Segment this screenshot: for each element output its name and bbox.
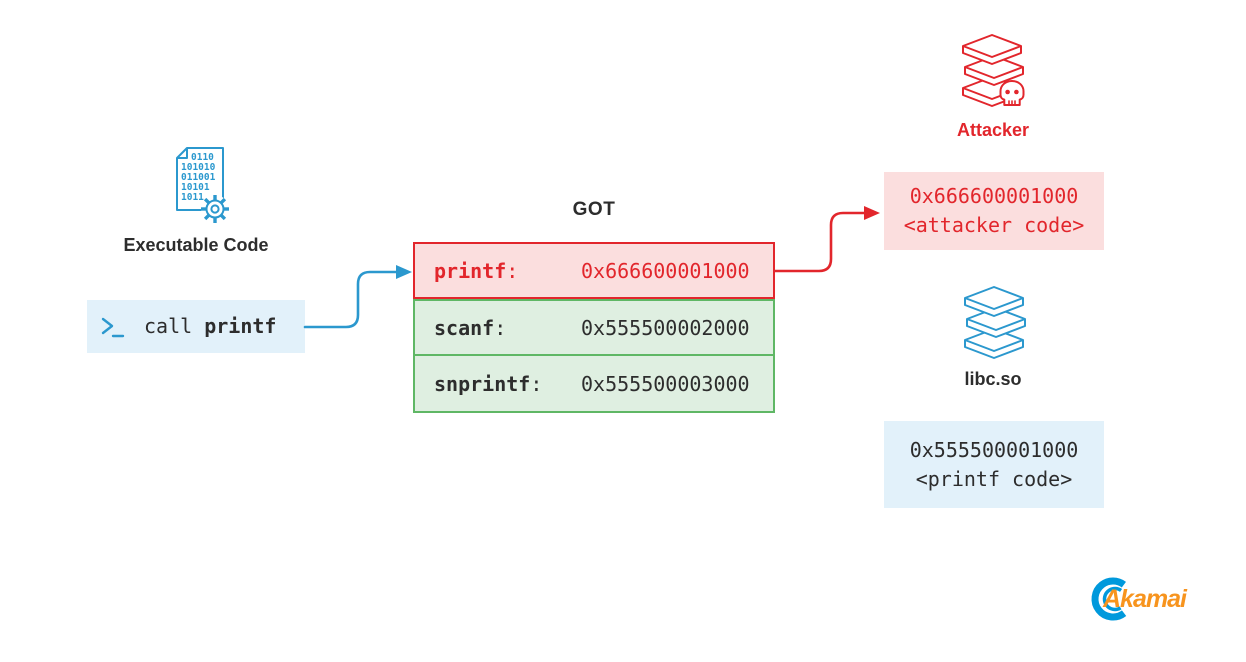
got-entry-name: printf:: [434, 258, 519, 283]
akamai-swoosh-icon: [1091, 577, 1135, 621]
got-row-scanf: scanf: 0x555500002000: [413, 299, 775, 356]
got-entry-value: 0x666600001000: [581, 258, 750, 283]
libc-address: 0x555500001000: [909, 437, 1079, 462]
got-row-snprintf: snprintf: 0x555500003000: [413, 356, 775, 413]
call-keyword: call: [144, 314, 193, 338]
libc-code-box: 0x555500001000 <printf code>: [884, 421, 1104, 508]
attacker-label: Attacker: [956, 120, 1030, 140]
books-skull-icon: [962, 34, 1025, 107]
attacker-code-text: <attacker code>: [903, 213, 1085, 237]
got-entry-name: snprintf:: [434, 371, 543, 396]
binary-document-gear-icon: 0110 101010 011001 10101 1011: [176, 147, 229, 223]
got-entry-name: scanf:: [434, 315, 507, 340]
arrowhead: [396, 265, 412, 279]
gear-icon: [201, 195, 229, 223]
akamai-logo-text: Akamai: [1103, 585, 1187, 613]
arrowhead: [864, 206, 880, 220]
binary-line: 0110: [191, 152, 214, 163]
terminal-prompt-icon: [101, 317, 125, 337]
call-printf-box: call printf: [87, 300, 305, 353]
executable-code-label: Executable Code: [123, 235, 269, 255]
got-table: printf: 0x666600001000 scanf: 0x55550000…: [413, 242, 775, 413]
books-stack-icon: [964, 286, 1026, 359]
attacker-address: 0x666600001000: [909, 184, 1079, 208]
akamai-logo: Akamai: [1090, 575, 1220, 627]
libc-code-text: <printf code>: [915, 466, 1073, 491]
call-instruction: call printf: [144, 314, 276, 339]
got-row-printf: printf: 0x666600001000: [413, 242, 775, 299]
attacker-code-box: 0x666600001000 <attacker code>: [884, 172, 1104, 250]
skull-icon: [999, 80, 1025, 106]
libc-label: libc.so: [964, 369, 1022, 389]
binary-line: 10101: [181, 182, 210, 193]
binary-line: 1011: [181, 192, 204, 203]
call-arrow: [303, 265, 412, 329]
got-title: GOT: [572, 199, 616, 220]
binary-line: 101010: [181, 162, 216, 173]
got-entry-value: 0x555500002000: [581, 315, 750, 340]
hijack-arrow: [773, 206, 880, 273]
got-entry-value: 0x555500003000: [581, 371, 750, 396]
binary-line: 011001: [181, 172, 216, 183]
call-target: printf: [204, 314, 277, 338]
